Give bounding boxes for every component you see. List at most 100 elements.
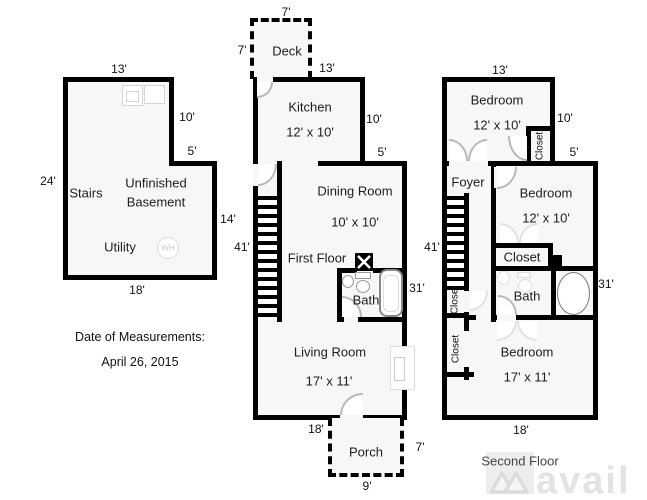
wall <box>464 315 476 320</box>
porch-outline <box>328 418 404 477</box>
window-icon <box>394 357 405 381</box>
wall <box>169 77 174 166</box>
toilet-icon <box>517 272 531 278</box>
dim-label: 5' <box>569 145 579 159</box>
room-label-bedroom3: Bedroom <box>500 344 554 360</box>
room-label-bedroom2: Bedroom <box>519 185 573 201</box>
chimney-icon <box>355 253 373 271</box>
wall <box>358 317 407 322</box>
stair-treads <box>447 196 464 291</box>
room-label-kitchen: Kitchen <box>288 99 332 115</box>
wall <box>212 161 217 280</box>
room-label-closet: Closet <box>450 334 462 364</box>
room-floor <box>172 163 215 278</box>
wall <box>491 266 598 271</box>
dim-label: 41' <box>424 240 440 254</box>
wall <box>253 415 407 420</box>
room-label-bath: Bath <box>513 288 541 304</box>
dim-label: 18' <box>513 423 529 437</box>
toilet-icon <box>518 279 532 293</box>
dim-label: 31' <box>409 281 425 295</box>
dim-label: 10' <box>557 111 573 125</box>
dim-label: 10' <box>179 110 195 124</box>
room-label-porch: Porch <box>349 444 383 460</box>
dim-label: 14' <box>220 212 236 226</box>
wall <box>442 313 469 318</box>
wall <box>253 77 365 82</box>
water-heater-label: WH <box>161 243 175 253</box>
wall <box>442 77 555 82</box>
wall <box>442 77 447 420</box>
room-size-living: 17' x 11' <box>305 373 353 389</box>
dim-label: 7' <box>281 5 291 19</box>
dim-label: 13' <box>319 61 335 75</box>
wall <box>337 268 357 273</box>
room-label-closet: Closet <box>503 249 541 265</box>
wall <box>464 193 469 380</box>
door-opening <box>494 167 496 188</box>
door-opening <box>449 161 488 166</box>
date-value: April 26, 2015 <box>101 355 179 369</box>
wall <box>360 77 365 166</box>
room-floor <box>65 79 172 278</box>
sink-icon <box>497 271 510 285</box>
door-opening <box>257 77 273 82</box>
wall <box>442 372 474 377</box>
water-heater-icon <box>157 237 179 259</box>
bathtub-icon <box>557 272 590 315</box>
room-label-bath: Bath <box>352 292 380 308</box>
wall <box>550 77 555 166</box>
room-label-deck: Deck <box>272 43 302 59</box>
door-opening <box>464 331 469 367</box>
wall <box>63 77 68 280</box>
wall <box>337 317 344 322</box>
room-floor <box>255 79 363 165</box>
wall <box>548 243 553 271</box>
wall <box>63 275 217 280</box>
wall <box>551 266 556 320</box>
room-label-utility: Utility <box>104 239 136 255</box>
dim-label: 5' <box>187 144 197 158</box>
room-label-basement: Unfinished <box>125 175 187 191</box>
dim-label: 41' <box>234 240 250 254</box>
wall <box>491 161 496 249</box>
wall <box>526 128 531 166</box>
wall <box>169 161 217 166</box>
wall <box>491 243 496 322</box>
dim-label: 10' <box>366 112 382 126</box>
wall <box>593 161 598 420</box>
watermark-logo-icon <box>488 468 534 499</box>
wall <box>318 161 407 166</box>
washer-dryer-icon <box>144 85 165 104</box>
date-of-measurements-label: Date of Measurements: <box>75 330 205 344</box>
room-label-foyer: Foyer <box>451 174 485 190</box>
dim-label: 18' <box>129 283 145 297</box>
dim-label: 31' <box>598 277 614 291</box>
dim-label: 24' <box>40 174 56 188</box>
dim-label: 7' <box>415 440 425 454</box>
room-label-dining: Dining Room <box>317 183 393 199</box>
wall <box>277 161 282 322</box>
room-size-bedroom2: 12' x 10' <box>522 210 570 226</box>
room-size-bedroom1: 12' x 10' <box>473 117 521 133</box>
bathtub-icon <box>383 275 399 312</box>
room-size-kitchen: 12' x 10' <box>286 124 334 140</box>
room-size-bedroom3: 17' x 11' <box>503 369 551 385</box>
wall <box>442 161 555 166</box>
stair-treads <box>258 196 277 320</box>
room-label-stairs: Stairs <box>69 185 103 201</box>
room-label-living: Living Room <box>293 344 367 360</box>
room-label-closet: Closet <box>534 131 546 161</box>
dim-label: 13' <box>111 62 127 76</box>
wall <box>63 77 174 82</box>
dim-label: 7' <box>237 43 247 57</box>
wall <box>526 126 555 131</box>
dim-label: 9' <box>362 479 372 493</box>
door-opening <box>340 415 363 420</box>
watermark-brand: avail <box>536 460 631 500</box>
wall <box>491 243 553 248</box>
door-opening <box>464 291 469 312</box>
door-opening <box>497 315 516 320</box>
wall <box>550 161 598 166</box>
room-size-dining: 10' x 10' <box>331 214 379 230</box>
